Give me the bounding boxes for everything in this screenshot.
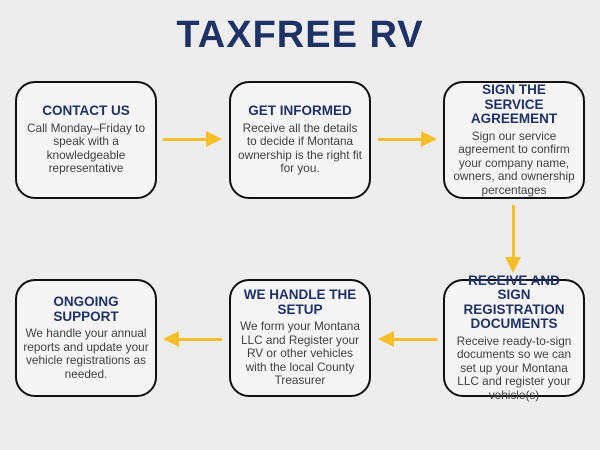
step-receive-sign-registration-documents: RECEIVE AND SIGN REGISTRATION DOCUMENTS …	[443, 273, 585, 401]
step-body: Receive all the details to decide if Mon…	[238, 120, 362, 176]
step-sign-service-agreement: SIGN THE SERVICE AGREEMENT Sign our serv…	[443, 81, 585, 199]
arrow-shaft	[163, 137, 207, 142]
step-we-handle-the-setup: WE HANDLE THE SETUP We form your Montana…	[229, 279, 371, 397]
step-title: CONTACT US	[42, 103, 130, 119]
arrow-right-icon	[163, 131, 222, 148]
arrow-head	[421, 131, 437, 147]
arrow-shaft	[393, 337, 437, 342]
step-ongoing-support: ONGOING SUPPORT We handle your annual re…	[15, 279, 157, 397]
step-contact-us: CONTACT US Call Monday–Friday to speak w…	[15, 81, 157, 199]
step-body: Receive ready-to-sign documents so we ca…	[456, 333, 572, 402]
arrow-shaft	[378, 137, 422, 142]
step-title: WE HANDLE THE SETUP	[243, 287, 357, 317]
step-title: ONGOING SUPPORT	[53, 294, 119, 324]
step-get-informed: GET INFORMED Receive all the details to …	[229, 81, 371, 199]
arrow-shaft	[511, 205, 516, 258]
step-body: We handle your annual reports and update…	[23, 326, 149, 381]
arrow-head	[163, 331, 179, 347]
step-body: Sign our service agreement to confirm yo…	[453, 128, 575, 197]
arrow-head	[206, 131, 222, 147]
page-title: TAXFREE RV	[176, 14, 424, 56]
step-title: SIGN THE SERVICE AGREEMENT	[470, 82, 558, 126]
step-body: We form your Montana LLC and Register yo…	[240, 319, 360, 388]
arrow-left-icon	[163, 331, 222, 348]
arrow-down-icon	[505, 205, 522, 273]
arrow-right-icon	[378, 131, 437, 148]
arrow-left-icon	[378, 331, 437, 348]
arrow-shaft	[178, 337, 222, 342]
arrow-head	[378, 331, 394, 347]
step-title: RECEIVE AND SIGN REGISTRATION DOCUMENTS	[463, 272, 565, 332]
step-body: Call Monday–Friday to speak with a knowl…	[26, 120, 146, 176]
arrow-head	[505, 257, 521, 273]
step-title: GET INFORMED	[248, 103, 352, 119]
